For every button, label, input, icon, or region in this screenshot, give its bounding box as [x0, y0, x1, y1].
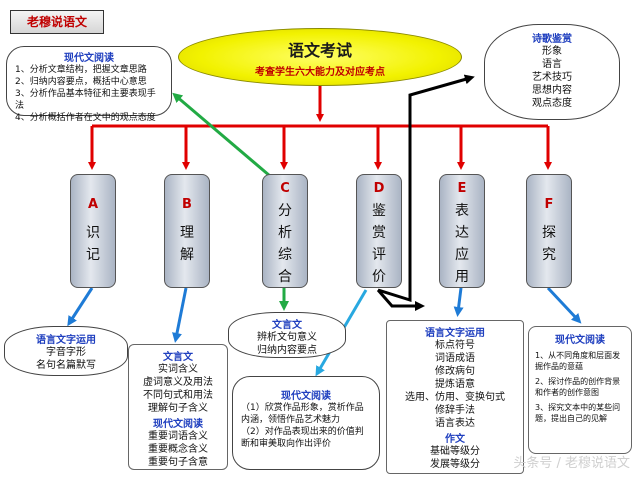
box-c-cloud: 文言文 辨析文句意义 归纳内容要点: [228, 312, 346, 358]
poetry-item: 艺术技巧: [532, 72, 572, 83]
poetry-cloud: 诗歌鉴赏 形象 语言 艺术技巧 思想内容 观点态度: [484, 24, 620, 120]
box-e-item: 语言表达: [435, 418, 475, 429]
modern-reading-top-item: 1、分析文章结构，把握文章思路: [15, 65, 147, 75]
box-d-item: 断和审美取向作出评价: [241, 439, 332, 449]
blue-arrow-f: [546, 286, 582, 324]
box-e-item: 标点符号: [435, 340, 475, 351]
ability-letter: E: [457, 181, 467, 196]
ability-column-f: F 探 究: [526, 174, 572, 288]
ability-char: 解: [180, 247, 194, 263]
black-arrow-poetry: [377, 74, 475, 303]
box-b-item: 理解句子含义: [148, 403, 208, 414]
ability-char: 综: [278, 247, 292, 263]
ability-char: 究: [542, 247, 556, 263]
blue-arrow-b: [172, 287, 188, 343]
brand-tag: 老穆说语文: [10, 10, 104, 34]
box-b-item: 虚词意义及用法: [143, 377, 213, 388]
box-e-item2: 基础等级分: [430, 446, 480, 457]
main-ellipse: 语文考试 考查学生六大能力及对应考点: [178, 28, 462, 86]
modern-reading-top-item: 3、分析作品基本特征和主要表现手法: [15, 89, 156, 111]
box-e-title2: 作文: [445, 434, 465, 445]
ability-column-d: D 鉴 赏 评 价: [356, 174, 402, 288]
box-a-item: 名句名篇默写: [36, 360, 96, 371]
box-d-cloud: 现代文阅读 （1）欣赏作品形象，赏析作品 内涵，领悟作品艺术魅力 （2）对作品表…: [232, 376, 380, 470]
box-f-item: 2、探讨作品的创作背景和作者的创作意图: [535, 377, 621, 397]
ability-column-b: B 理 解: [164, 174, 210, 288]
box-c-item: 归纳内容要点: [257, 345, 317, 356]
green-arrow-top: [172, 92, 271, 178]
modern-reading-top-item: 4、分析概括作者在文中的观点态度: [15, 113, 156, 123]
box-d-item: （2）对作品表现出来的价值判: [241, 427, 364, 437]
ability-char: 赏: [372, 225, 386, 241]
ability-char: 评: [372, 247, 386, 263]
ability-char: 分: [278, 203, 292, 219]
box-d-item: （1）欣赏作品形象，赏析作品: [241, 403, 364, 413]
box-f-title: 现代文阅读: [555, 335, 605, 346]
ability-letter: D: [373, 181, 385, 196]
box-c-title: 文言文: [272, 320, 302, 331]
ability-column-a: A 识 记: [70, 174, 116, 288]
ability-letter: F: [544, 197, 554, 212]
ability-char: 价: [372, 269, 386, 285]
box-a-cloud: 语言文字运用 字音字形 名句名篇默写: [4, 326, 128, 376]
box-b-item: 不同句式和用法: [143, 390, 213, 401]
ability-column-c: C 分 析 综 合: [262, 174, 308, 288]
ability-letter: C: [280, 181, 290, 196]
ability-letter: B: [182, 197, 192, 212]
ability-char: 理: [180, 225, 194, 241]
box-a-title: 语言文字运用: [36, 335, 96, 346]
box-b-item2: 重要概念含义: [148, 444, 208, 455]
poetry-item: 思想内容: [532, 85, 572, 96]
poetry-item: 形象: [542, 46, 562, 57]
box-e-item: 修改病句: [435, 366, 475, 377]
box-b-item2: 重要词语含义: [148, 431, 208, 442]
poetry-item: 观点态度: [532, 98, 572, 109]
ability-char: 表: [455, 203, 469, 219]
main-title: 语文考试: [287, 41, 352, 60]
box-e-item: 修辞手法: [435, 405, 475, 416]
box-f: 现代文阅读 1、从不同角度和层面发掘作品的意蕴 2、探讨作品的创作背景和作者的创…: [528, 326, 632, 454]
box-b: 文言文 实词含义 虚词意义及用法 不同句式和用法 理解句子含义 现代文阅读 重要…: [128, 344, 228, 470]
watermark: 头条号 / 老穆说语文: [513, 456, 630, 471]
ability-char: 记: [86, 247, 100, 263]
box-b-title: 文言文: [163, 352, 193, 363]
box-e-item2: 发展等级分: [430, 459, 480, 470]
box-f-item: 1、从不同角度和层面发掘作品的意蕴: [535, 351, 621, 371]
ability-column-e: E 表 达 应 用: [439, 174, 485, 288]
ability-char: 用: [455, 269, 469, 285]
ability-char: 探: [542, 225, 556, 241]
box-e: 语言文字运用 标点符号 词语成语 修改病句 提炼语意 选用、仿用、变换句式 修辞…: [386, 320, 524, 474]
ability-char: 合: [278, 269, 292, 285]
box-c-item: 辨析文句意义: [257, 332, 317, 343]
ability-letter: A: [87, 197, 99, 212]
box-b-title2: 现代文阅读: [153, 419, 203, 430]
modern-reading-top-item: 2、归纳内容要点，概括中心意思: [15, 77, 147, 87]
box-f-item: 3、探究文本中的某些问题，提出自己的见解: [535, 403, 621, 423]
ability-char: 析: [278, 225, 292, 241]
ability-char: 应: [455, 247, 469, 263]
box-b-item: 实词含义: [158, 364, 198, 375]
box-e-item: 选用、仿用、变换句式: [405, 392, 505, 403]
ability-char: 达: [455, 225, 469, 241]
black-arrow-e-box: [376, 289, 425, 311]
modern-reading-top-cloud: 现代文阅读 1、分析文章结构，把握文章思路 2、归纳内容要点，概括中心意思 3、…: [6, 46, 172, 123]
box-e-item: 提炼语意: [435, 379, 475, 390]
modern-reading-top-title: 现代文阅读: [64, 53, 114, 64]
box-a-item: 字音字形: [46, 347, 86, 358]
box-d-title: 现代文阅读: [281, 391, 331, 402]
ability-char: 鉴: [372, 203, 386, 219]
box-d-item: 内涵，领悟作品艺术魅力: [241, 415, 341, 425]
main-subtitle: 考查学生六大能力及对应考点: [255, 67, 385, 78]
box-e-item: 词语成语: [435, 353, 475, 364]
poetry-title: 诗歌鉴赏: [532, 34, 572, 45]
poetry-item: 语言: [542, 59, 562, 70]
ability-char: 识: [86, 225, 100, 241]
box-e-title: 语言文字运用: [425, 328, 485, 339]
blue-arrow-e: [453, 287, 464, 317]
box-b-item2: 重要句子含意: [148, 457, 208, 468]
blue-arrow-a: [67, 287, 94, 327]
